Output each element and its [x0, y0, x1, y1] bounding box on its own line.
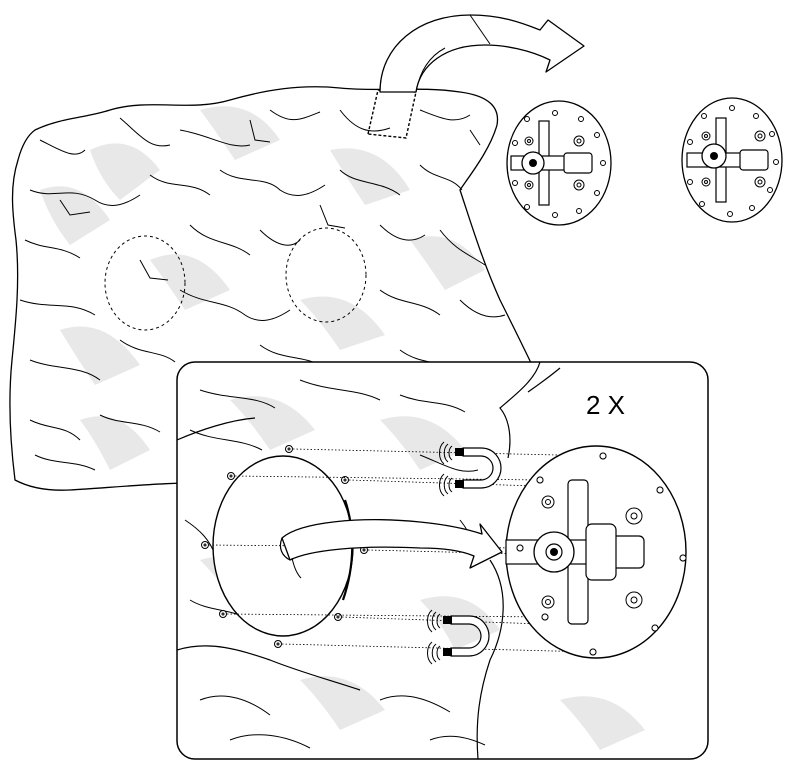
horseshoe-magnet-icon — [427, 609, 490, 665]
round-mount-plate-icon — [506, 100, 612, 226]
lift-arrow-icon — [379, 14, 585, 93]
quantity-label: 2 X — [586, 390, 625, 420]
inset-cover-outline — [177, 362, 561, 759]
cover-wrinkles — [19, 109, 506, 471]
detail-inset: 2 X — [176, 361, 709, 760]
dashed-circle-marker — [104, 235, 186, 331]
round-mount-plate-icon — [681, 97, 783, 223]
horseshoe-magnet-icon — [439, 441, 502, 497]
rotate-arrow-icon — [279, 519, 503, 579]
dashed-circle-marker — [285, 227, 367, 323]
lift-point-marker — [367, 89, 417, 139]
round-mount-plate-detail — [505, 445, 687, 659]
plate-holes — [516, 452, 687, 656]
